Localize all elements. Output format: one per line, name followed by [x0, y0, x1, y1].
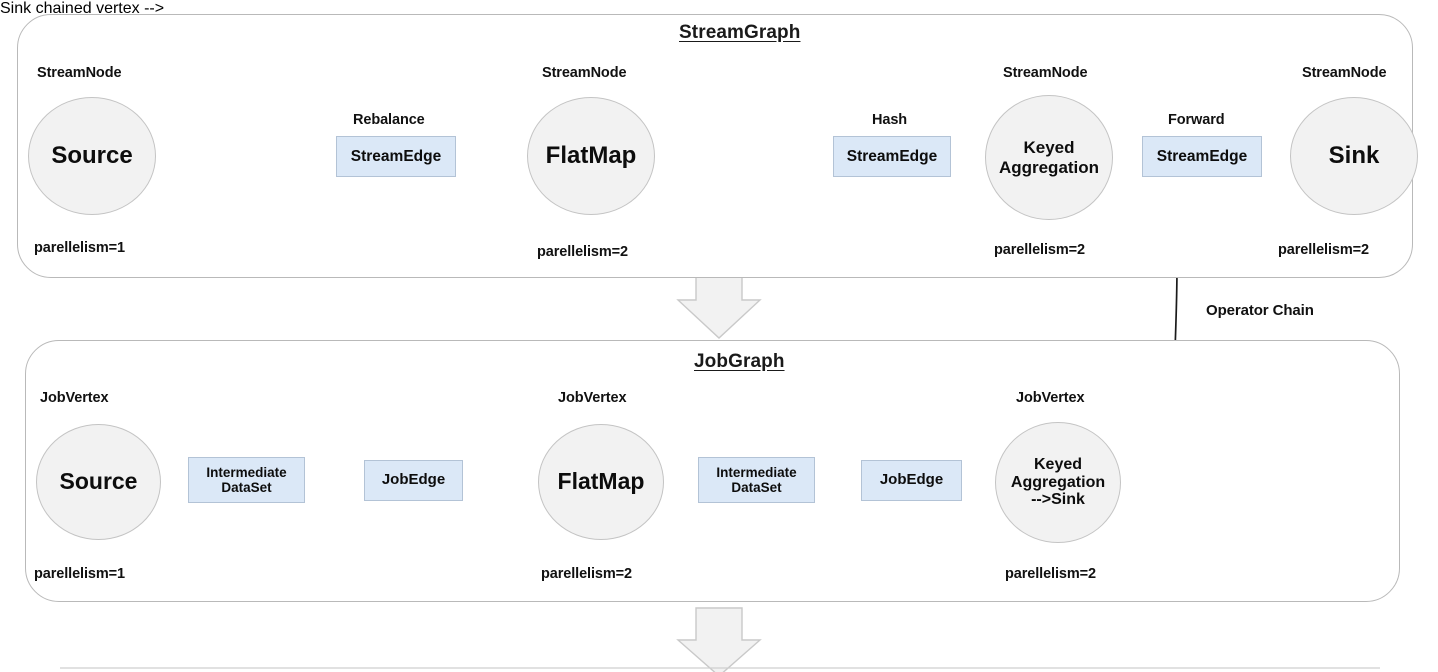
intermediate-dataset-1-line2: DataSet: [221, 480, 272, 495]
jobvertex-label-flatmap: JobVertex: [558, 390, 627, 406]
intermediate-dataset-2[interactable]: Intermediate DataSet: [698, 457, 815, 503]
streamnode-label-keyed-aggregation: StreamNode: [1003, 65, 1088, 81]
streamnode-sink-label: Sink: [1328, 141, 1380, 169]
jobvertex-flatmap[interactable]: FlatMap: [538, 424, 664, 540]
parallelism-jobgraph-source: parellelism=1: [34, 566, 125, 582]
jobvertex-chained-line2: Aggregation: [1010, 473, 1106, 491]
streamedge-rebalance-label: StreamEdge: [350, 147, 442, 165]
edge-partition-label-forward: Forward: [1168, 112, 1225, 128]
streamnode-label-sink: StreamNode: [1302, 65, 1387, 81]
intermediate-dataset-1-line1: Intermediate: [206, 464, 287, 480]
jobedge-1[interactable]: JobEdge: [364, 460, 463, 501]
jobedge-2-label: JobEdge: [879, 471, 944, 489]
streamedge-forward-label: StreamEdge: [1156, 147, 1248, 165]
jobvertex-source-label: Source: [59, 468, 138, 495]
streamgraph-title: StreamGraph: [679, 22, 801, 43]
streamnode-flatmap-label: FlatMap: [545, 141, 637, 169]
jobvertex-source[interactable]: Source: [36, 424, 161, 540]
intermediate-dataset-2-line1: Intermediate: [716, 464, 797, 480]
parallelism-jobgraph-flatmap: parellelism=2: [541, 566, 632, 582]
jobvertex-label-keyed-aggregation-sink: JobVertex: [1016, 390, 1085, 406]
operator-chain-annotation: Operator Chain: [1206, 302, 1314, 319]
parallelism-streamgraph-keyed-aggregation: parellelism=2: [994, 242, 1085, 258]
jobvertex-chained-line3: -->Sink: [1031, 491, 1085, 509]
jobvertex-label-source: JobVertex: [40, 390, 109, 406]
intermediate-dataset-1[interactable]: Intermediate DataSet: [188, 457, 305, 503]
streamnode-label-source: StreamNode: [37, 65, 122, 81]
parallelism-streamgraph-source: parellelism=1: [34, 240, 125, 256]
streamnode-keyed-aggregation[interactable]: Keyed Aggregation: [985, 95, 1113, 220]
streamnode-sink[interactable]: Sink: [1290, 97, 1418, 215]
streamedge-hash[interactable]: StreamEdge: [833, 136, 951, 177]
streamnode-flatmap[interactable]: FlatMap: [527, 97, 655, 215]
jobedge-1-label: JobEdge: [381, 471, 446, 489]
parallelism-streamgraph-flatmap: parellelism=2: [537, 244, 628, 260]
streamnode-label-flatmap: StreamNode: [542, 65, 627, 81]
streamedge-hash-label: StreamEdge: [846, 147, 938, 165]
jobgraph-title: JobGraph: [694, 351, 785, 372]
jobvertex-keyed-aggregation-sink[interactable]: Keyed Aggregation -->Sink: [995, 422, 1121, 543]
edge-partition-label-rebalance: Rebalance: [353, 112, 425, 128]
streamedge-forward[interactable]: StreamEdge: [1142, 136, 1262, 177]
streamnode-keyed-aggregation-label-line1: Keyed: [1023, 138, 1075, 158]
parallelism-streamgraph-sink: parellelism=2: [1278, 242, 1369, 258]
intermediate-dataset-2-line2: DataSet: [731, 480, 782, 495]
jobvertex-chained-line1: Keyed: [1033, 455, 1083, 473]
parallelism-jobgraph-keyed-aggregation-sink: parellelism=2: [1005, 566, 1096, 582]
streamnode-keyed-aggregation-label-line2: Aggregation: [998, 157, 1100, 177]
streamedge-rebalance[interactable]: StreamEdge: [336, 136, 456, 177]
jobvertex-flatmap-label: FlatMap: [557, 468, 645, 495]
streamnode-source[interactable]: Source: [28, 97, 156, 215]
edge-partition-label-hash: Hash: [872, 112, 908, 128]
jobedge-2[interactable]: JobEdge: [861, 460, 962, 501]
streamnode-source-label: Source: [51, 141, 133, 169]
